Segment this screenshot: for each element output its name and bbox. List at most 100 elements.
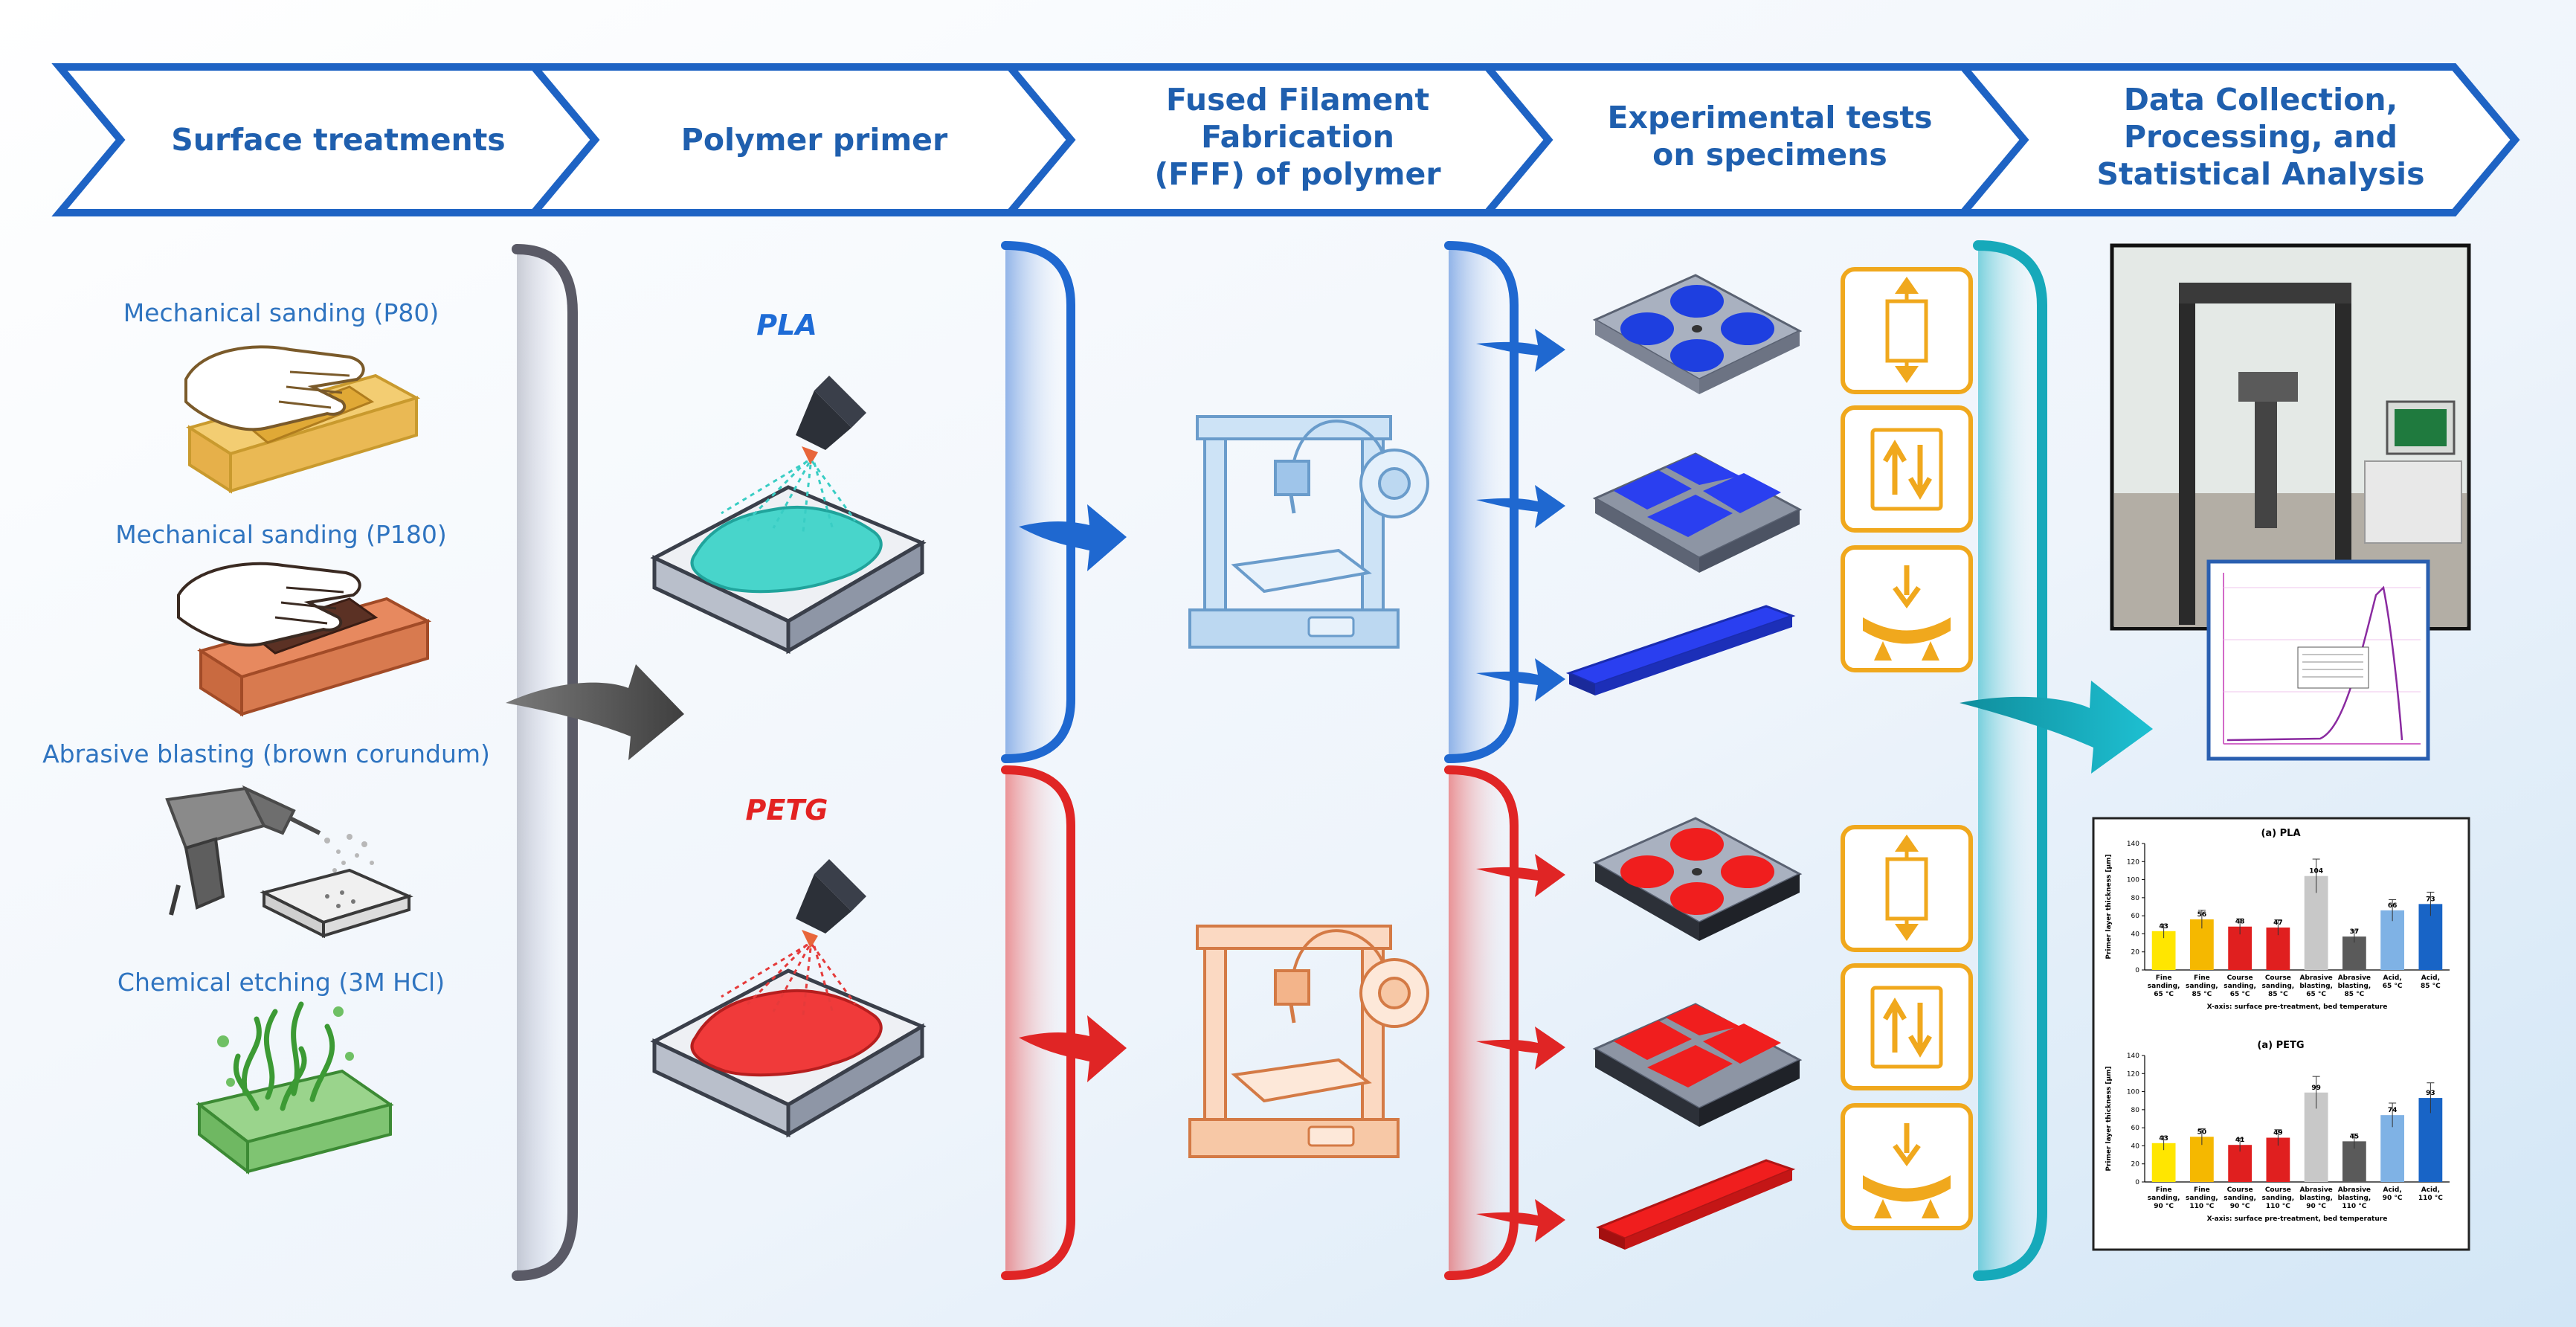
bracket-fill-red-tests: [1449, 770, 1514, 1276]
treatment-label-blasting: Abrasive blasting (brown corundum): [42, 739, 490, 768]
data-label: 56: [2197, 911, 2207, 919]
category-label-line: 85 °C: [2268, 991, 2288, 998]
data-label: 45: [2350, 1133, 2360, 1140]
category-label: Acid,65 °C: [2383, 974, 2403, 990]
category-label-line: blasting,: [2299, 1195, 2333, 1202]
data-label: 47: [2273, 919, 2283, 927]
data-label: 74: [2388, 1107, 2398, 1114]
charts-frame: [2092, 817, 2470, 1251]
category-label: Acid,90 °C: [2383, 1186, 2403, 1202]
category-label-line: blasting,: [2338, 1195, 2371, 1202]
step-title-line: Processing, and: [2124, 119, 2398, 155]
step-title-line: Data Collection,: [2124, 82, 2398, 118]
abrasive-blasting-illustration: [165, 785, 413, 939]
sanding-p180-illustration: [177, 562, 432, 717]
bracket-fill-gray: [517, 249, 573, 1276]
pla-pullout-specimen: [1592, 274, 1803, 394]
step-title-line: on specimens: [1652, 137, 1887, 173]
category-label-line: Acid,: [2383, 1186, 2402, 1194]
pla-printer-illustration: [1188, 415, 1429, 649]
bracket-teal: [1973, 240, 2047, 1281]
sanding-p80-illustration: [184, 345, 421, 494]
category-label-line: 90 °C: [2230, 1203, 2250, 1210]
tensile-test-icon: [1841, 267, 1973, 394]
tensile-test-icon-petg: [1841, 825, 1973, 952]
category-label: Acid,110 °C: [2418, 1186, 2443, 1202]
polymer-label-pla: PLA: [756, 309, 817, 341]
category-label-line: sanding,: [2224, 983, 2256, 990]
category-label-line: Abrasive: [2299, 974, 2332, 982]
y-tick-label: 120: [2127, 1070, 2139, 1078]
category-label-line: Abrasive: [2299, 1186, 2332, 1194]
step-title-line: (FFF) of polymer: [1154, 156, 1441, 192]
category-label-line: 110 °C: [2266, 1203, 2290, 1210]
category-label-line: blasting,: [2299, 983, 2333, 990]
category-label-line: 110 °C: [2418, 1195, 2443, 1202]
category-label-line: 85 °C: [2421, 983, 2441, 990]
test-icons: [1841, 267, 1973, 1230]
chart-title: (a) PETG: [2257, 1040, 2304, 1051]
y-tick-label: 80: [2131, 1107, 2140, 1114]
category-label-line: 65 °C: [2154, 991, 2174, 998]
category-label-line: sanding,: [2262, 1195, 2295, 1202]
step-title-polymer-primer: Polymer primer: [681, 122, 948, 158]
polymer-label-petg: PETG: [746, 794, 828, 826]
y-tick-label: 20: [2131, 1161, 2140, 1169]
category-label-line: Course: [2265, 974, 2291, 982]
data-label: 73: [2426, 896, 2435, 903]
category-label-line: Fine: [2156, 1186, 2172, 1194]
petg-shear-specimen: [1592, 1003, 1803, 1127]
bracket-fill-blue-tests: [1449, 245, 1514, 759]
category-label-line: Course: [2227, 1186, 2253, 1194]
shear-test-icon-petg: [1841, 963, 1973, 1090]
category-label-line: Course: [2265, 1186, 2291, 1194]
y-tick-label: 40: [2131, 1143, 2140, 1150]
pla-shear-specimen: [1592, 452, 1803, 573]
data-label: 104: [2309, 868, 2323, 875]
y-tick-label: 100: [2127, 1089, 2139, 1096]
category-label-line: sanding,: [2148, 983, 2180, 990]
data-label: 43: [2159, 923, 2168, 931]
chemical-etching-illustration: [196, 1001, 394, 1175]
arrow-to-petg-printer: [1019, 1015, 1127, 1082]
bracket-red-tests: [1444, 765, 1519, 1280]
specimen-arrows: [1476, 329, 1565, 1242]
data-label: 43: [2159, 1135, 2168, 1143]
category-label-line: 110 °C: [2342, 1203, 2366, 1210]
y-axis-label: Primer layer thickness [μm]: [2105, 1066, 2113, 1171]
x-axis-label: X-axis: surface pre-treatment, bed tempe…: [2207, 1003, 2388, 1011]
category-label-line: 90 °C: [2154, 1203, 2174, 1210]
step-header: Surface treatments Polymer primer Fused …: [51, 63, 2520, 216]
category-label-line: Acid,: [2421, 974, 2440, 982]
bending-test-icon-petg: [1841, 1103, 1973, 1230]
y-tick-label: 120: [2127, 858, 2139, 866]
data-label: 49: [2273, 1130, 2283, 1137]
category-label-line: Course: [2227, 974, 2253, 982]
arrow-to-pla-printer: [1019, 504, 1127, 571]
category-label-line: Acid,: [2383, 974, 2402, 982]
pla-primer-illustration: [650, 376, 927, 655]
y-tick-label: 140: [2127, 1053, 2139, 1060]
force-displacement-screenshot: [2206, 559, 2430, 761]
category-label-line: sanding,: [2262, 983, 2295, 990]
data-label: 48: [2235, 919, 2245, 926]
treatment-label-p180: Mechanical sanding (P180): [115, 520, 447, 549]
step-title-line: Statistical Analysis: [2096, 156, 2424, 192]
treatment-label-p80: Mechanical sanding (P80): [123, 298, 439, 327]
primer-column: PLA PETG: [650, 309, 927, 1138]
petg-primer-illustration: [650, 859, 927, 1138]
bracket-fill-teal: [1978, 245, 2042, 1276]
y-tick-label: 60: [2131, 1125, 2140, 1132]
category-label-line: 110 °C: [2189, 1203, 2214, 1210]
shear-test-icon: [1841, 405, 1973, 533]
category-label-line: sanding,: [2186, 1195, 2218, 1202]
data-label: 50: [2197, 1128, 2207, 1136]
